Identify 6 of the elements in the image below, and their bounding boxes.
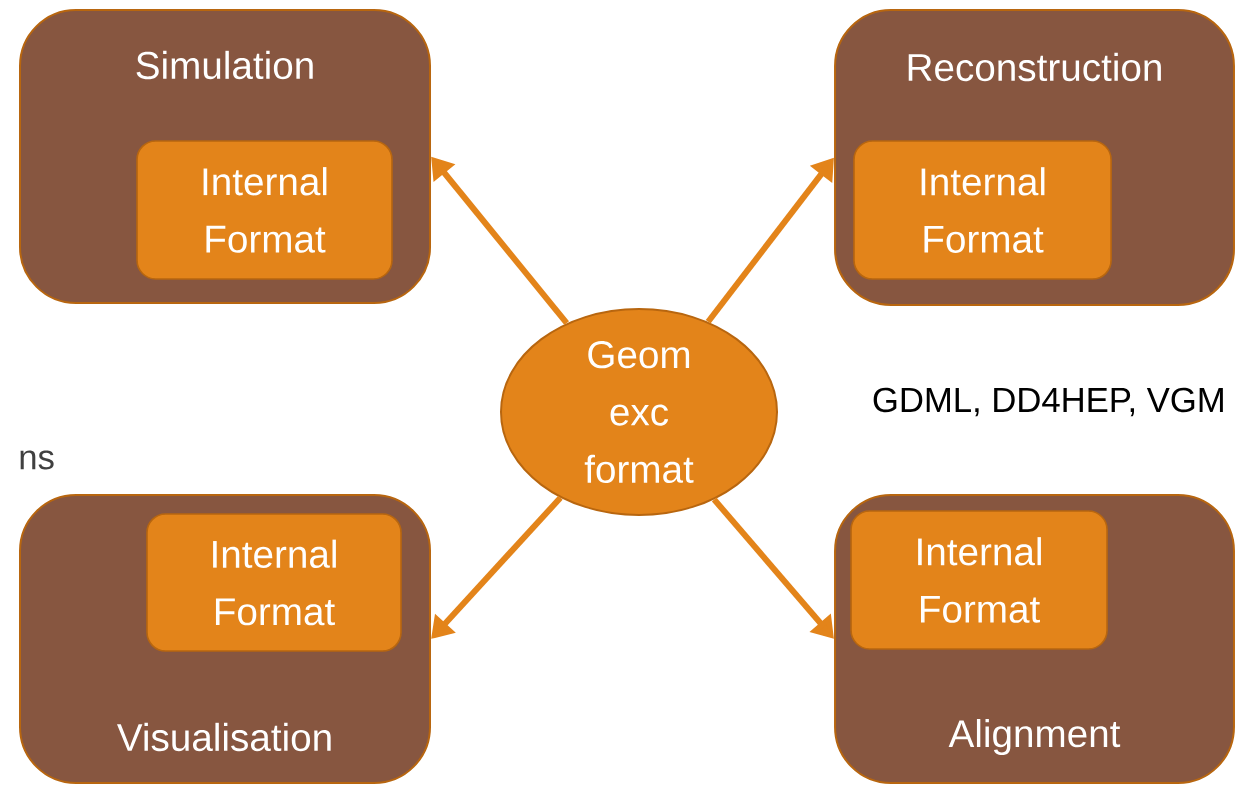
format-box: Internal Format	[850, 510, 1108, 650]
plain-text: GDML, DD4HEP, VGM	[873, 387, 1223, 417]
format-box: Internal Format	[146, 513, 402, 652]
format-box: Internal Format	[136, 140, 393, 280]
plain-text: ns	[20, 450, 54, 470]
format-box: Internal Format	[853, 140, 1112, 280]
